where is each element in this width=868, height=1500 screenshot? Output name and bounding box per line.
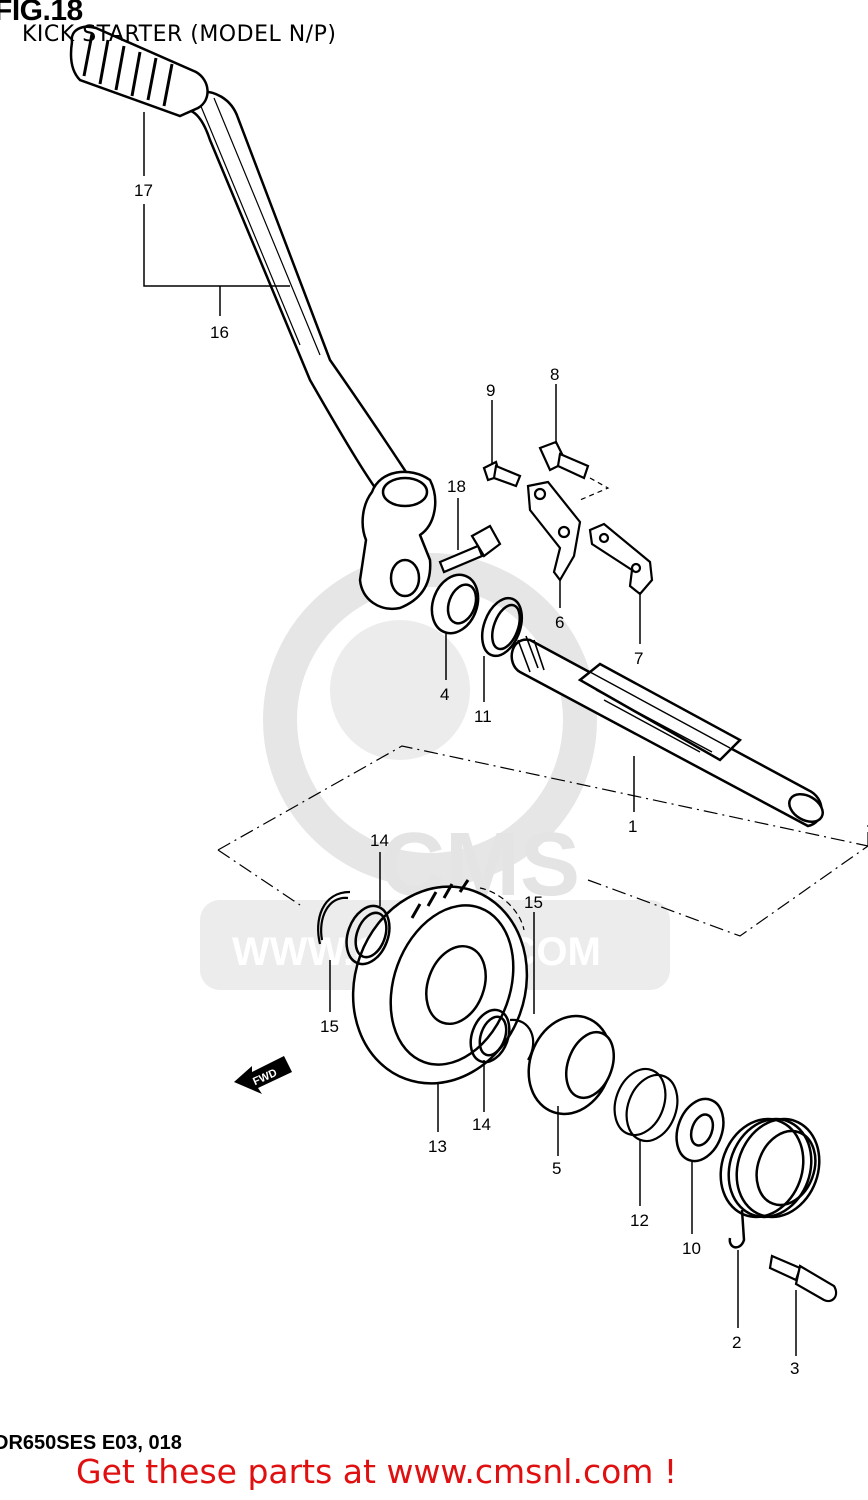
spring-12: [613, 1067, 679, 1143]
part-label: 4: [440, 685, 449, 704]
leader-lines: [143, 112, 797, 1356]
part-label: 14: [370, 831, 389, 850]
part-label: 15: [524, 893, 543, 912]
circlip-14-left: [345, 904, 391, 966]
part-label: 7: [634, 649, 643, 668]
part-label: 6: [555, 613, 564, 632]
kick-gear-13: [351, 879, 529, 1085]
oil-seal-4: [430, 573, 480, 635]
part-label: 3: [790, 1359, 799, 1378]
diagram-code: DR650SES E03, 018: [0, 1432, 182, 1454]
kick-grip: [69, 25, 209, 118]
part-label: 8: [550, 365, 559, 384]
part-label: 1: [628, 817, 637, 836]
part-label: 5: [552, 1159, 561, 1178]
part-label: 2: [732, 1333, 741, 1352]
bolt-8: [538, 440, 590, 480]
part-label: 13: [428, 1137, 447, 1156]
screw-9: [482, 460, 522, 488]
circlip-11: [480, 596, 524, 658]
circlip-14-right: [469, 1008, 511, 1064]
promo-link[interactable]: Get these parts at www.cmsnl.com !: [76, 1452, 678, 1491]
part-label: 9: [486, 381, 495, 400]
fwd-arrow: FWD: [234, 1056, 292, 1094]
figure-subtitle: KICK STARTER (MODEL N/P): [22, 22, 337, 47]
part-label: 17: [134, 181, 153, 200]
part-label: 10: [682, 1239, 701, 1258]
circlip-15-left: [317, 890, 351, 945]
part-label: 11: [474, 707, 492, 726]
plate-7: [588, 522, 654, 596]
part-label: 16: [210, 323, 229, 342]
part-label: 18: [447, 477, 466, 496]
part-label: 14: [472, 1115, 491, 1134]
part-label: 15: [320, 1017, 339, 1036]
washer-10: [675, 1097, 725, 1163]
figure-title: FIG.18: [0, 0, 83, 27]
kick-lever: [186, 89, 437, 611]
return-spring-2: [719, 1117, 821, 1249]
bolt-3: [768, 1254, 838, 1303]
plate-6: [526, 480, 582, 582]
bolt-18: [438, 524, 502, 574]
kick-ratchet-5: [527, 1014, 615, 1116]
kick-shaft: [510, 635, 824, 828]
part-number-labels: 1 2 3 4 5 6 7 8 9 10 11 12 13 14 14 15 1…: [134, 181, 799, 1378]
part-label: 12: [630, 1211, 649, 1230]
fwd-label: FWD: [251, 1067, 279, 1088]
